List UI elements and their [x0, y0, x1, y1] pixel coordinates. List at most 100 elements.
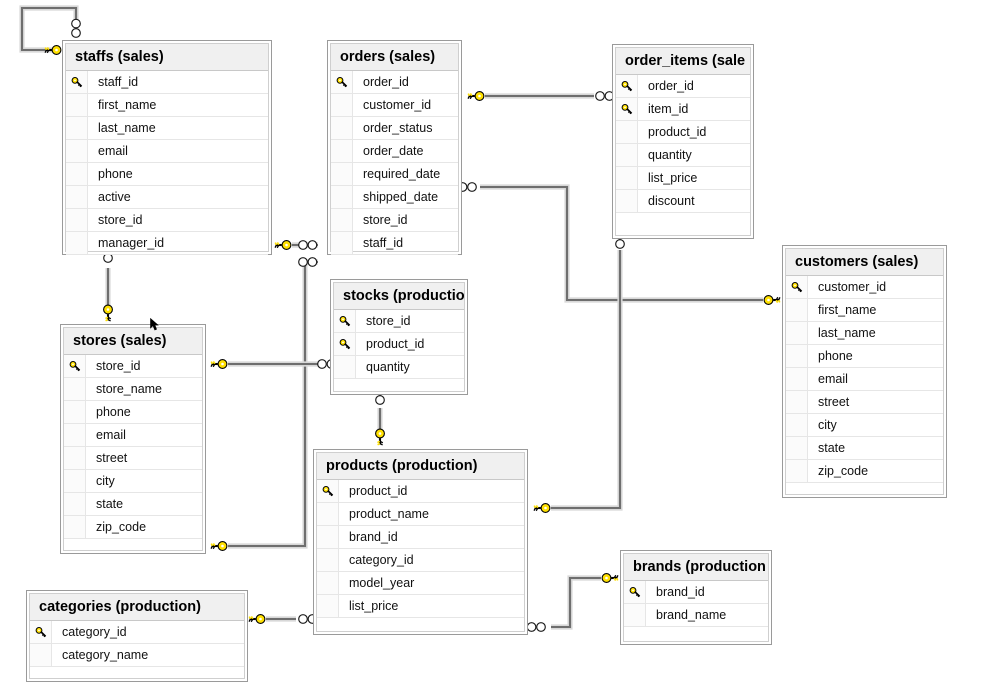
- relationship-staffs-stores[interactable]: [103, 243, 113, 322]
- attribute-name: phone: [98, 167, 133, 181]
- relationship-one-key-marker: [533, 503, 551, 513]
- attribute-row[interactable]: email: [64, 424, 202, 447]
- entity-title-stocks[interactable]: stocks (productio: [334, 283, 464, 310]
- attribute-row[interactable]: category_id: [317, 549, 524, 572]
- relationship-stocks-stores[interactable]: [210, 359, 337, 369]
- attribute-row[interactable]: customer_id: [331, 94, 458, 117]
- attribute-row[interactable]: last_name: [786, 322, 943, 345]
- relationship-orders-staffs[interactable]: [274, 240, 318, 250]
- attribute-row[interactable]: list_price: [317, 595, 524, 618]
- attribute-key-gutter: [66, 232, 88, 254]
- entity-title-order_items[interactable]: order_items (sale: [616, 48, 750, 75]
- attribute-row-key[interactable]: store_id: [334, 310, 464, 333]
- attribute-row-key[interactable]: order_id: [331, 71, 458, 94]
- attribute-row-key[interactable]: customer_id: [786, 276, 943, 299]
- attribute-row[interactable]: zip_code: [786, 460, 943, 483]
- attribute-row[interactable]: discount: [616, 190, 750, 213]
- attribute-row[interactable]: manager_id: [66, 232, 268, 255]
- attribute-row[interactable]: street: [64, 447, 202, 470]
- attribute-name: store_id: [363, 213, 408, 227]
- primary-key-icon: [791, 282, 803, 293]
- entity-title-brands[interactable]: brands (production: [624, 554, 768, 581]
- primary-key-icon: [629, 587, 641, 598]
- attribute-row[interactable]: product_name: [317, 503, 524, 526]
- attribute-row[interactable]: store_id: [66, 209, 268, 232]
- attribute-row[interactable]: model_year: [317, 572, 524, 595]
- attribute-row[interactable]: brand_id: [317, 526, 524, 549]
- attribute-row-key[interactable]: staff_id: [66, 71, 268, 94]
- attribute-row[interactable]: email: [66, 140, 268, 163]
- relationship-products-categories[interactable]: [248, 614, 318, 624]
- relationship-one-key-marker: [103, 304, 113, 322]
- attribute-row[interactable]: store_id: [331, 209, 458, 232]
- attribute-row[interactable]: store_name: [64, 378, 202, 401]
- attribute-row[interactable]: city: [786, 414, 943, 437]
- attribute-row-key[interactable]: product_id: [334, 333, 464, 356]
- attribute-row[interactable]: order_date: [331, 140, 458, 163]
- attribute-row[interactable]: last_name: [66, 117, 268, 140]
- entity-title-products[interactable]: products (production): [317, 453, 524, 480]
- attribute-row[interactable]: brand_name: [624, 604, 768, 627]
- attribute-row-key[interactable]: brand_id: [624, 581, 768, 604]
- attribute-row[interactable]: zip_code: [64, 516, 202, 539]
- attribute-key-gutter: [30, 644, 52, 666]
- relationship-orders-stores[interactable]: [210, 257, 318, 551]
- attribute-name: quantity: [366, 360, 410, 374]
- attribute-row[interactable]: product_id: [616, 121, 750, 144]
- attribute-name: zip_code: [818, 464, 869, 478]
- attribute-row-key[interactable]: product_id: [317, 480, 524, 503]
- attribute-row[interactable]: list_price: [616, 167, 750, 190]
- attribute-row[interactable]: city: [64, 470, 202, 493]
- attribute-row[interactable]: active: [66, 186, 268, 209]
- attribute-row[interactable]: state: [786, 437, 943, 460]
- relationship-many-marker: [298, 240, 318, 250]
- attribute-row[interactable]: category_name: [30, 644, 244, 667]
- entity-title-staffs[interactable]: staffs (sales): [66, 44, 268, 71]
- attribute-row[interactable]: phone: [66, 163, 268, 186]
- entity-title-stores[interactable]: stores (sales): [64, 328, 202, 355]
- attribute-row-key[interactable]: order_id: [616, 75, 750, 98]
- relationship-stocks-products[interactable]: [375, 385, 385, 446]
- attribute-row[interactable]: quantity: [616, 144, 750, 167]
- attribute-row-key[interactable]: category_id: [30, 621, 244, 644]
- relationship-products-brands[interactable]: [526, 573, 619, 632]
- attribute-row-key[interactable]: item_id: [616, 98, 750, 121]
- attribute-row-key[interactable]: store_id: [64, 355, 202, 378]
- relationship-orderitems-orders[interactable]: [467, 91, 615, 101]
- entity-title-categories[interactable]: categories (production): [30, 594, 244, 621]
- attribute-row[interactable]: staff_id: [331, 232, 458, 255]
- attribute-row[interactable]: required_date: [331, 163, 458, 186]
- entity-title-orders[interactable]: orders (sales): [331, 44, 458, 71]
- primary-key-icon: [69, 361, 81, 372]
- attribute-key-gutter: [334, 310, 356, 332]
- attribute-row[interactable]: email: [786, 368, 943, 391]
- entity-title-customers[interactable]: customers (sales): [786, 249, 943, 276]
- attribute-row[interactable]: street: [786, 391, 943, 414]
- attribute-row[interactable]: quantity: [334, 356, 464, 379]
- attribute-row[interactable]: order_status: [331, 117, 458, 140]
- attribute-row[interactable]: shipped_date: [331, 186, 458, 209]
- attribute-row[interactable]: first_name: [66, 94, 268, 117]
- attribute-row[interactable]: state: [64, 493, 202, 516]
- relationship-orderitems-products[interactable]: [533, 229, 625, 513]
- attribute-row[interactable]: phone: [786, 345, 943, 368]
- attribute-key-gutter: [616, 144, 638, 166]
- attribute-row[interactable]: first_name: [786, 299, 943, 322]
- attribute-row[interactable]: phone: [64, 401, 202, 424]
